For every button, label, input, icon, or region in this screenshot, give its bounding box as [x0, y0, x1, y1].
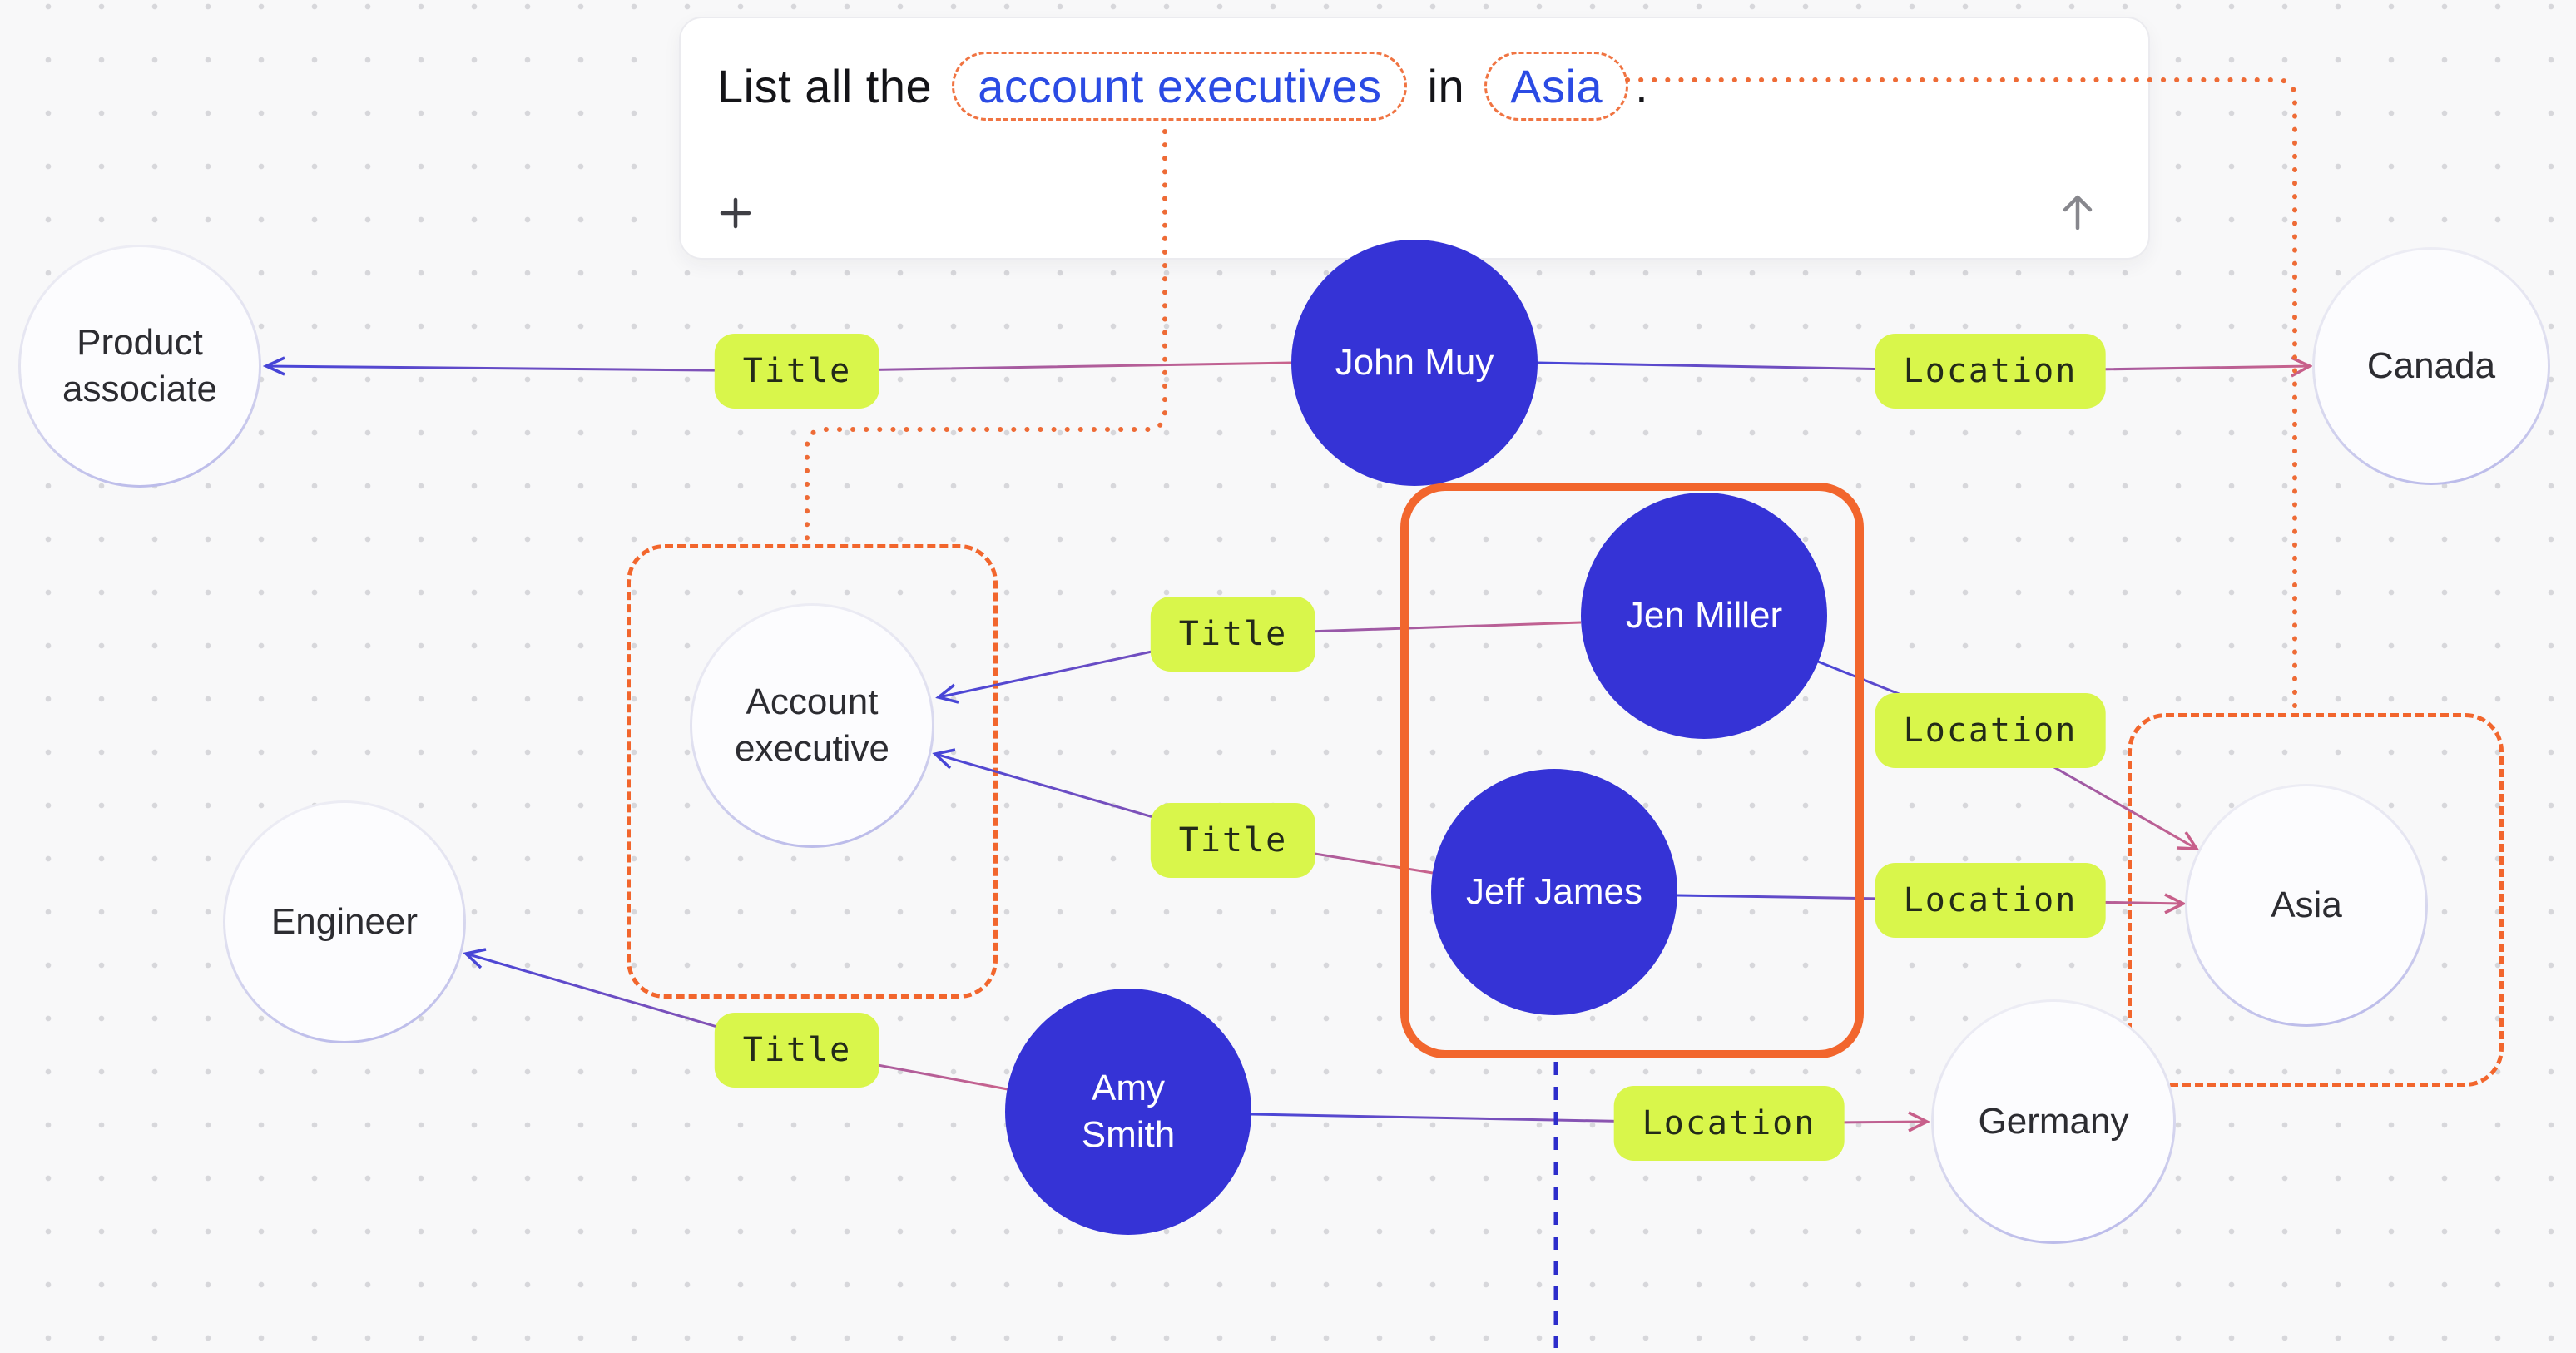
- node-account-executive[interactable]: Account executive: [690, 603, 934, 848]
- edge-label-location[interactable]: Location: [1875, 863, 2106, 938]
- attach-button[interactable]: [717, 195, 754, 231]
- selection-group-box[interactable]: [1400, 483, 1864, 1058]
- query-box[interactable]: List all the account executives in Asia.: [679, 17, 2150, 260]
- node-label: Account executive: [735, 681, 889, 769]
- edge-label-title[interactable]: Title: [714, 1013, 880, 1088]
- node-label: Product associate: [62, 321, 217, 409]
- query-highlight-account-executives[interactable]: account executives: [952, 52, 1408, 121]
- node-asia[interactable]: Asia: [2185, 784, 2428, 1027]
- query-text-prefix: List all the: [717, 60, 933, 112]
- edge-label-title[interactable]: Title: [1150, 803, 1316, 878]
- node-label: Germany: [1978, 1100, 2129, 1142]
- query-text-middle: in: [1427, 60, 1465, 112]
- node-canada[interactable]: Canada: [2312, 247, 2550, 485]
- node-engineer[interactable]: Engineer: [223, 800, 466, 1043]
- edge-label-location[interactable]: Location: [1613, 1086, 1845, 1161]
- node-amy-smith[interactable]: Amy Smith: [1005, 989, 1251, 1235]
- query-text-suffix: .: [1635, 60, 1649, 112]
- node-label: Amy Smith: [1081, 1067, 1176, 1155]
- node-john-muy[interactable]: John Muy: [1291, 240, 1538, 486]
- edge-label-location[interactable]: Location: [1875, 693, 2106, 768]
- node-label: Canada: [2366, 344, 2496, 386]
- node-label: Asia: [2271, 884, 2342, 925]
- node-product-associate[interactable]: Product associate: [18, 245, 261, 488]
- arrow-up-icon: [2057, 195, 2098, 235]
- edge-label-title[interactable]: Title: [714, 334, 880, 409]
- node-germany[interactable]: Germany: [1931, 999, 2176, 1244]
- node-jeff-james[interactable]: Jeff James: [1431, 769, 1677, 1015]
- edge-label-location[interactable]: Location: [1875, 334, 2106, 409]
- connector-account-executives: [805, 129, 1167, 543]
- node-jen-miller[interactable]: Jen Miller: [1581, 493, 1827, 739]
- node-label: John Muy: [1335, 341, 1494, 383]
- query-input[interactable]: List all the account executives in Asia.: [717, 52, 2115, 121]
- plus-icon: [717, 197, 754, 234]
- query-highlight-asia[interactable]: Asia: [1484, 52, 1629, 121]
- highlight-box-asia: [2128, 713, 2504, 1087]
- node-label: Jen Miller: [1625, 594, 1783, 636]
- edge-label-title[interactable]: Title: [1150, 597, 1316, 672]
- node-label: Jeff James: [1466, 870, 1642, 912]
- send-button[interactable]: [2057, 191, 2098, 233]
- node-label: Engineer: [270, 900, 419, 942]
